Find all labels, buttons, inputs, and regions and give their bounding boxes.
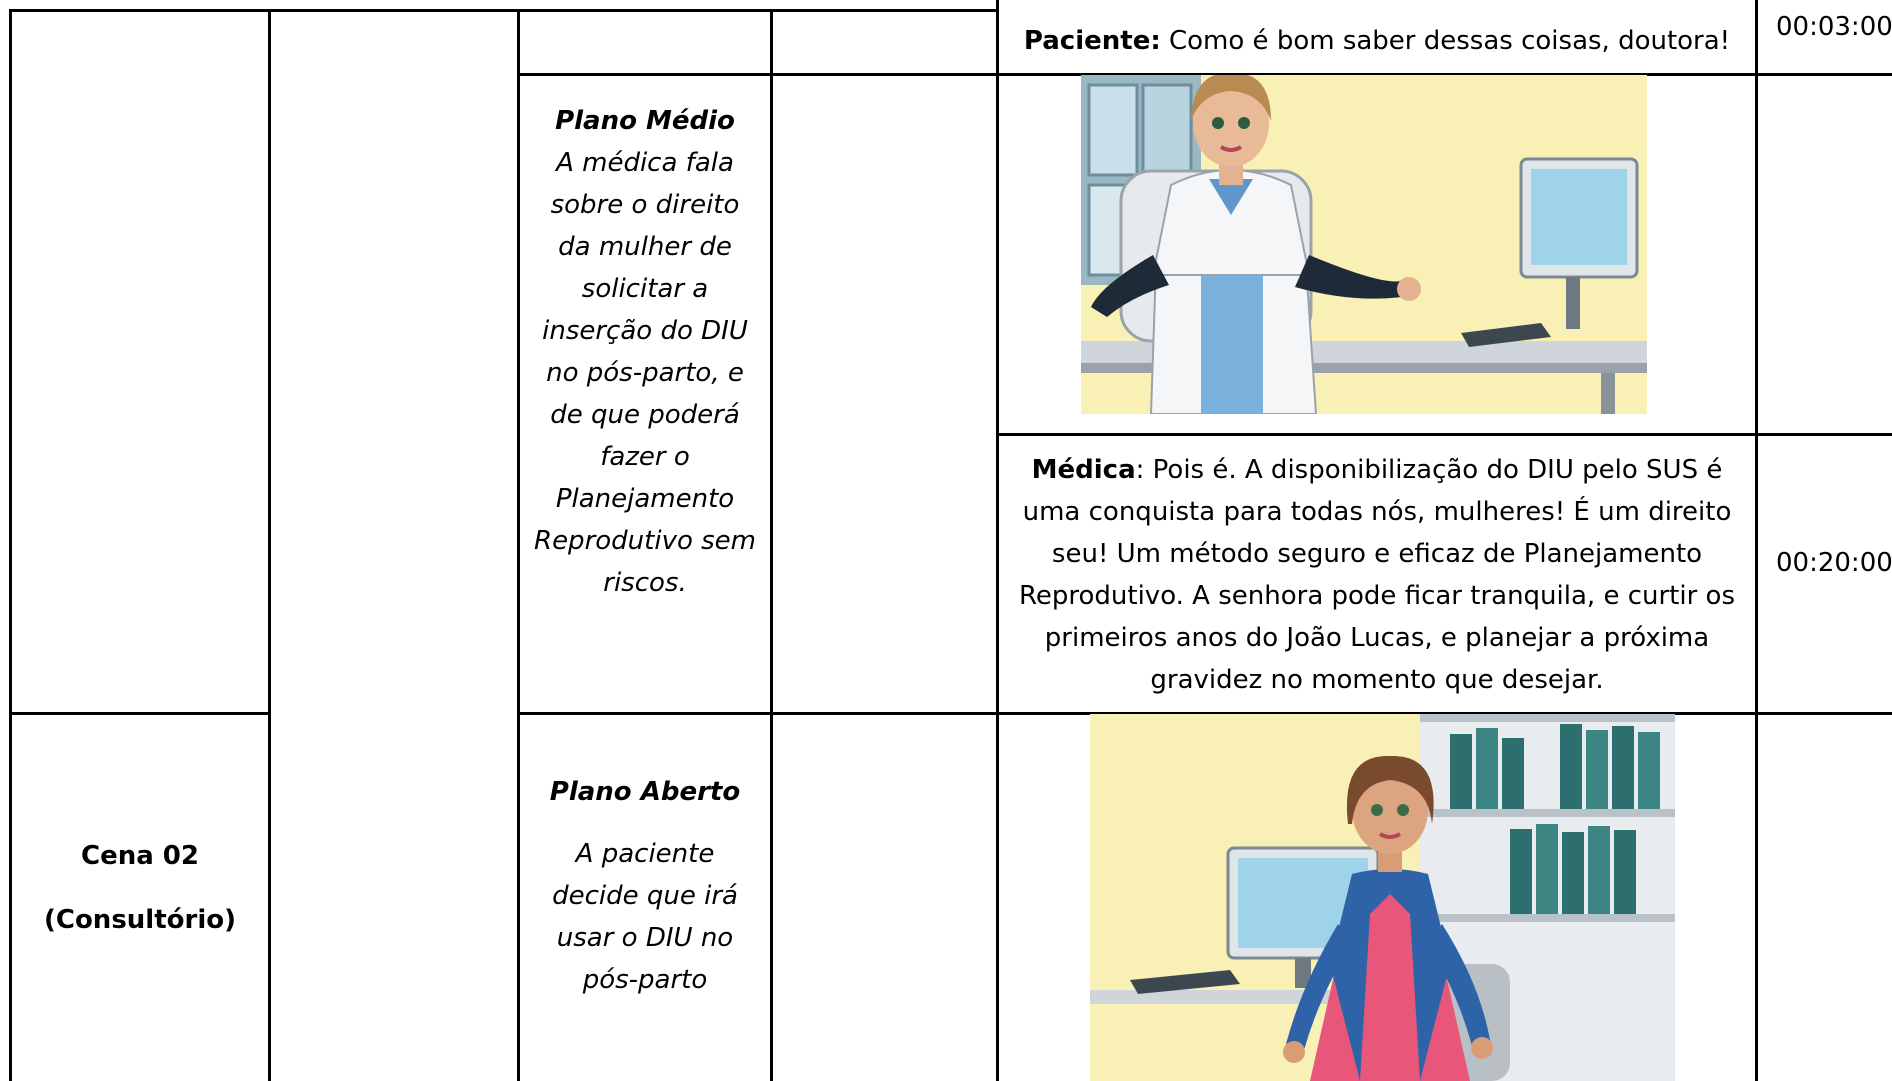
table-border-top <box>9 9 999 12</box>
dialogue-text: : Pois é. A disponibilização do DIU pelo… <box>1018 454 1735 695</box>
time-cell: 00:20:00 <box>1776 548 1892 578</box>
dialogue-cell-doctor: Médica: Pois é. A disponibilização do DI… <box>1004 437 1750 712</box>
doctor-at-desk-illustration <box>1081 75 1647 414</box>
dialogue-cell-patient: Paciente: Como é bom saber dessas coisas… <box>999 9 1755 73</box>
column-divider <box>996 0 999 1081</box>
shot-type-title: Plano Aberto <box>549 777 741 807</box>
row-divider <box>9 712 271 715</box>
shot-type-title: Plano Médio <box>555 106 735 136</box>
shot-description: A médica fala sobre o direito da mulher … <box>534 148 756 598</box>
shot-description-cell: Plano Aberto A paciente decide que irá u… <box>520 715 770 1081</box>
scene-label-cell: Cena 02 (Consultório) <box>12 715 268 1081</box>
table-border-left <box>9 9 12 1081</box>
time-cell: 00:03:00 <box>1776 12 1892 42</box>
scene-location: (Consultório) <box>43 905 236 935</box>
dialogue-text: Como é bom saber dessas coisas, doutora! <box>1160 26 1731 56</box>
speaker-label: Paciente: <box>1023 26 1161 56</box>
column-divider <box>770 9 773 1081</box>
scene-image-cell <box>1090 714 1675 1081</box>
row-divider <box>517 73 1892 76</box>
column-divider <box>517 9 520 1081</box>
scene-title: Cena 02 <box>80 841 199 871</box>
row-divider <box>517 712 1892 715</box>
column-divider <box>1755 0 1758 1081</box>
column-divider <box>268 9 271 1081</box>
patient-in-office-illustration <box>1090 714 1675 1081</box>
shot-description: A paciente decide que irá usar o DIU no … <box>552 839 738 995</box>
scene-image-cell <box>1081 75 1647 414</box>
row-divider <box>996 433 1892 436</box>
shot-description-cell: Plano Médio A médica fala sobre o direit… <box>520 76 770 712</box>
speaker-label: Médica <box>1031 454 1136 485</box>
